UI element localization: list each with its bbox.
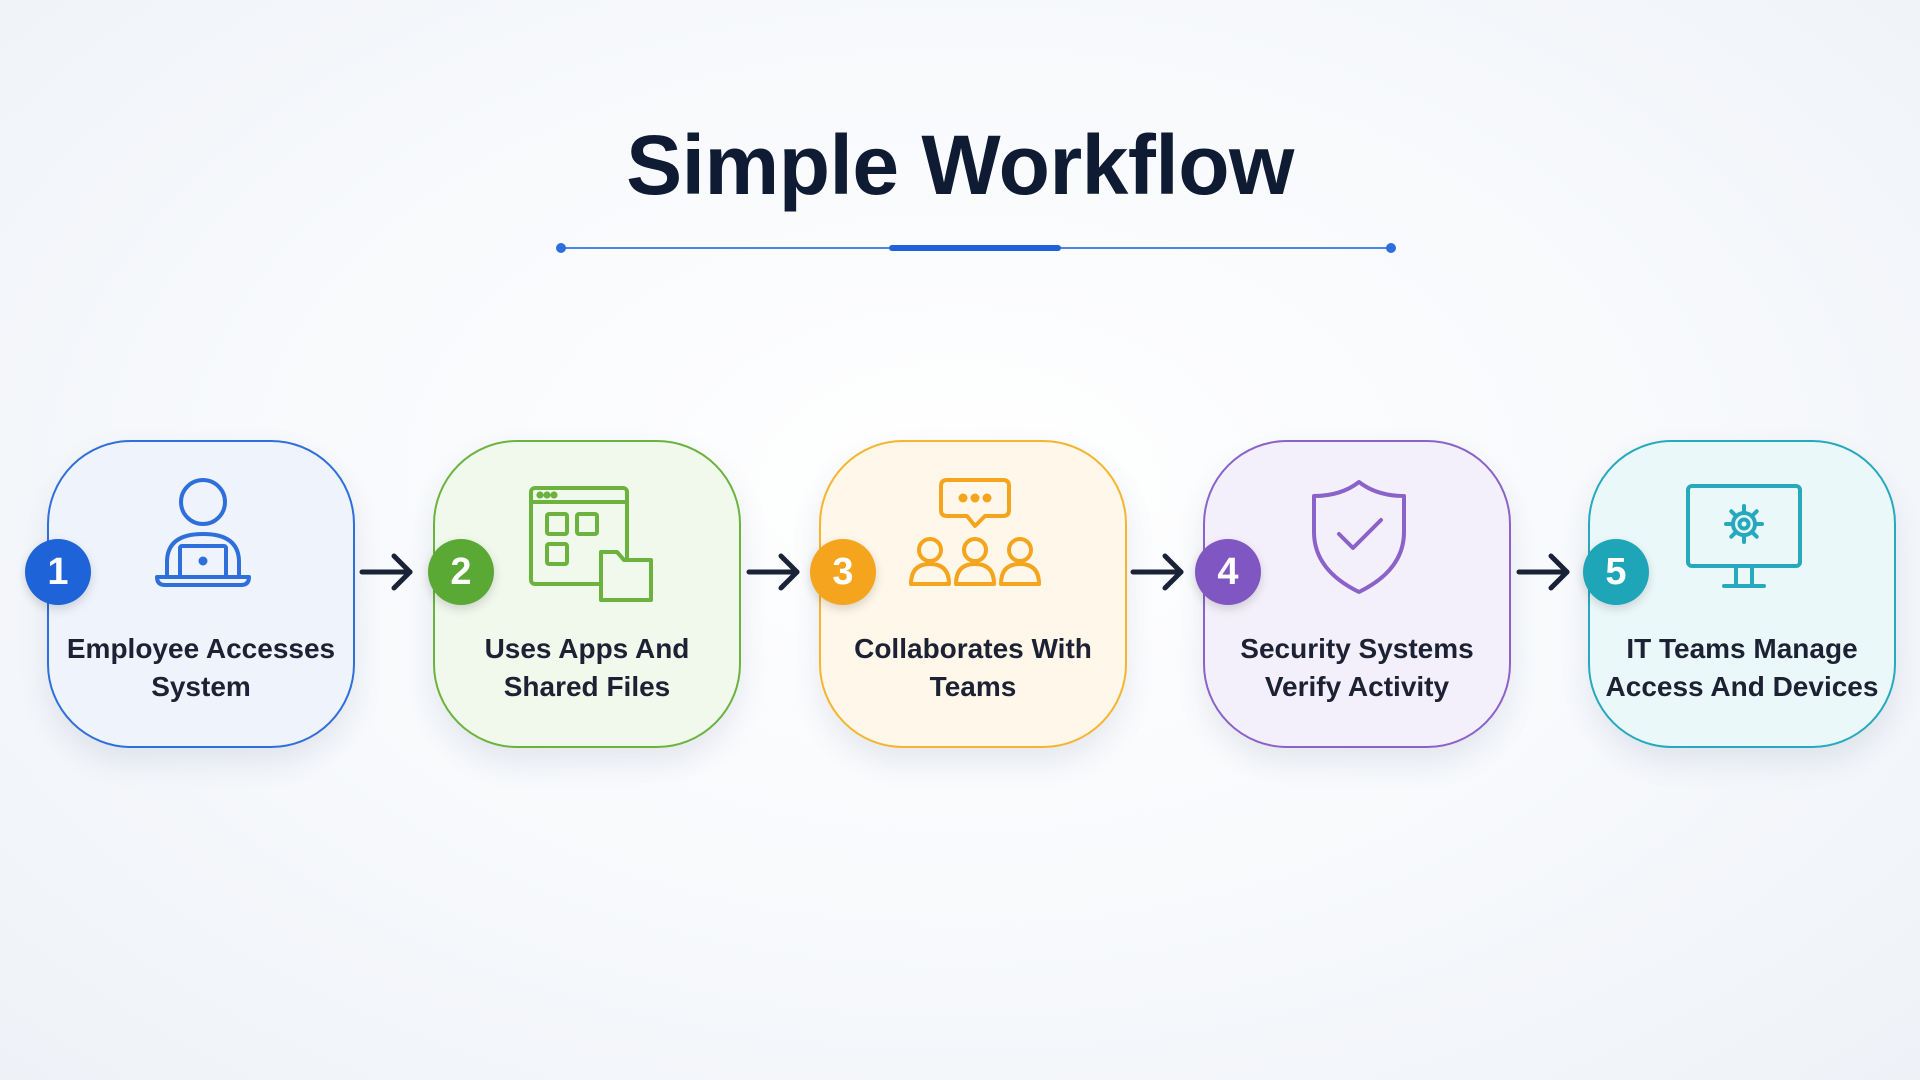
person-laptop-icon [155,478,251,587]
team-chat-icon [909,478,1041,586]
step-card-1: Employee Accesses System [47,440,355,748]
arrow-right-icon [359,553,413,591]
arrow-right-icon [1516,553,1570,591]
monitor-gear-icon [1686,484,1802,588]
arrow-right-icon [1130,553,1184,591]
step-card-3: Collaborates With Teams [819,440,1127,748]
app-window-folder-icon [529,486,653,602]
step-label-1: Employee Accesses System [66,633,336,702]
step-badge-1: 1 [25,539,91,605]
arrow-right-icon [746,553,800,591]
step-label-5: IT Teams Manage Access And Devices [1605,633,1879,702]
step-badge-3: 3 [810,539,876,605]
step-label-2: Uses Apps And Shared Files [484,633,690,702]
step-badge-4: 4 [1195,539,1261,605]
step-badge-5: 5 [1583,539,1649,605]
diagram-title: Simple Workflow [626,118,1294,212]
step-label-4: Security Systems Verify Activity [1240,633,1474,702]
shield-check-icon [1312,480,1406,594]
step-label-3: Collaborates With Teams [854,633,1092,702]
step-card-4: Security Systems Verify Activity [1203,440,1511,748]
step-badge-2: 2 [428,539,494,605]
title-divider [556,242,1396,254]
